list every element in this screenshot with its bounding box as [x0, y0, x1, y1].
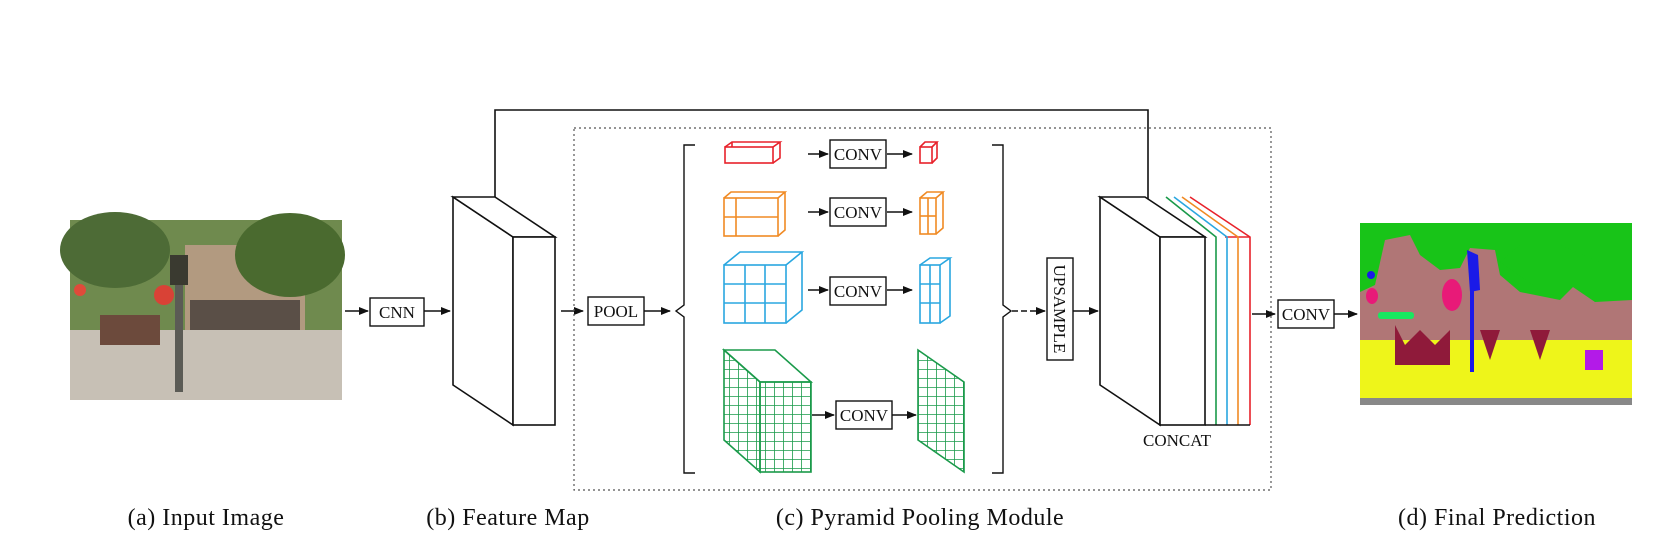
- skip-connection: [494, 109, 1152, 231]
- prediction-map: [1360, 223, 1632, 405]
- upsample-box: UPSAMPLE: [1046, 257, 1074, 361]
- pool-level-2-out: [919, 191, 946, 235]
- cnn-box: CNN: [369, 297, 425, 327]
- caption-prediction: (d) Final Prediction: [1398, 505, 1596, 531]
- caption-pyramid: (c) Pyramid Pooling Module: [776, 505, 1064, 531]
- conv-label-1: CONV: [834, 145, 883, 164]
- upsample-label: UPSAMPLE: [1050, 265, 1069, 354]
- pool-box: POOL: [587, 296, 645, 326]
- pool-level-4-out: [917, 348, 965, 474]
- concat-label: CONCAT: [1143, 431, 1212, 450]
- pool-level-3-out: [919, 257, 953, 324]
- feature-map-block: [450, 195, 558, 427]
- conv-label-2: CONV: [834, 203, 883, 222]
- conv-box-1: CONV: [829, 139, 887, 169]
- left-bracket: [674, 144, 695, 474]
- conv-label-final: CONV: [1282, 305, 1331, 324]
- conv-box-2: CONV: [829, 197, 887, 227]
- pool-level-1: [724, 141, 783, 164]
- right-bracket: [992, 144, 1013, 474]
- caption-feature: (b) Feature Map: [426, 505, 589, 531]
- conv-label-3: CONV: [834, 282, 883, 301]
- input-image: [60, 212, 345, 400]
- pool-level-1-out: [919, 141, 939, 164]
- pool-label: POOL: [594, 302, 638, 321]
- conv-label-4: CONV: [840, 406, 889, 425]
- pool-level-4: [721, 348, 814, 474]
- conv-box-final: CONV: [1277, 299, 1335, 329]
- pyramid-module-frame: [573, 127, 1272, 491]
- conv-box-4: CONV: [835, 400, 893, 430]
- pool-level-2: [723, 191, 788, 237]
- cnn-label: CNN: [379, 303, 415, 322]
- concat-stack: [1097, 195, 1251, 427]
- pool-level-3: [723, 251, 805, 324]
- caption-input: (a) Input Image: [128, 505, 285, 531]
- conv-box-3: CONV: [829, 276, 887, 306]
